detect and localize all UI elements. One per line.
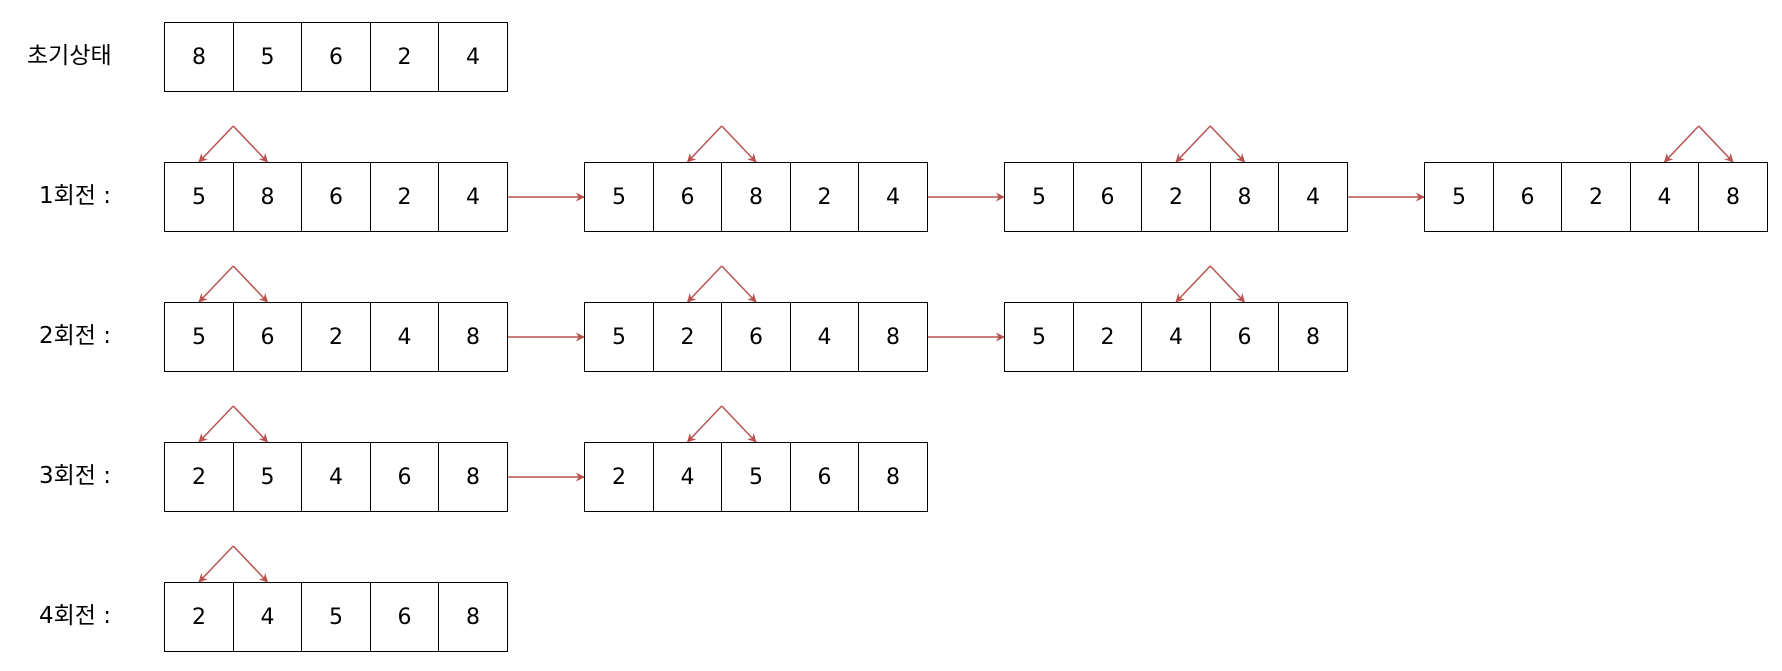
array-cell: 2 [164,442,234,512]
array-cell: 4 [232,582,303,652]
array-cell: 8 [1698,162,1768,232]
array-cell: 4 [438,162,508,232]
array-cell: 4 [1278,162,1348,232]
array-cell: 6 [232,302,303,372]
array-cell: 8 [858,302,928,372]
row-label: 2회전 : [39,323,112,349]
array-cell: 4 [652,442,723,512]
array-cell: 6 [301,22,371,92]
swap-arrow-left [198,405,234,443]
array-cell: 6 [301,162,371,232]
array-cell: 4 [438,22,508,92]
row-label: 초기상태 [27,43,112,69]
array-cell: 8 [164,22,234,92]
swap-arrow-left [686,125,723,163]
swap-arrow-left [1663,125,1700,163]
swap-arrow-right [721,265,757,303]
swap-arrow-left [1175,125,1211,163]
array-cell: 2 [369,162,440,232]
array-cell: 8 [858,442,928,512]
array-cell: 5 [164,302,234,372]
swap-arrow-right [1698,125,1734,163]
array-cell: 2 [301,302,371,372]
array-cell: 8 [1278,302,1348,372]
swap-arrow-left [686,405,723,443]
array-cell: 4 [858,162,928,232]
swap-arrow-right [232,405,269,443]
swap-arrow-left [198,265,234,303]
swap-arrow-right [721,125,757,163]
swap-arrow-right [232,125,269,163]
array-cell: 8 [232,162,303,232]
array-cell: 2 [584,442,654,512]
array-cell: 8 [721,162,791,232]
array-cell: 5 [1004,162,1074,232]
swap-arrow-left [198,545,234,583]
array-cell: 2 [652,302,723,372]
array-cell: 5 [232,442,303,512]
array-cell: 8 [438,582,508,652]
array-cell: 5 [1004,302,1074,372]
swap-arrow-right [1209,125,1246,163]
array-cell: 4 [369,302,440,372]
array-cell: 2 [1141,162,1211,232]
array-cell: 8 [438,302,508,372]
array-cell: 5 [164,162,234,232]
array-cell: 6 [369,582,440,652]
swap-arrow-right [232,265,269,303]
swap-arrow-left [198,125,234,163]
array-cell: 8 [438,442,508,512]
array-cell: 2 [789,162,860,232]
row-label: 1회전 : [39,183,112,209]
array-cell: 2 [1072,302,1143,372]
array-cell: 5 [721,442,791,512]
swap-arrow-left [1175,265,1211,303]
row-label: 3회전 : [39,463,112,489]
array-cell: 4 [789,302,860,372]
array-cell: 6 [1072,162,1143,232]
array-cell: 6 [789,442,860,512]
row-label: 4회전 : [39,603,112,629]
array-cell: 6 [369,442,440,512]
array-cell: 5 [584,302,654,372]
array-cell: 5 [301,582,371,652]
swap-arrow-right [721,405,757,443]
array-cell: 4 [1629,162,1700,232]
array-cell: 2 [1561,162,1631,232]
array-cell: 4 [301,442,371,512]
array-cell: 8 [1209,162,1280,232]
array-cell: 4 [1141,302,1211,372]
array-cell: 6 [1209,302,1280,372]
array-cell: 6 [1492,162,1563,232]
array-cell: 5 [232,22,303,92]
array-cell: 6 [652,162,723,232]
array-cell: 5 [1424,162,1494,232]
swap-arrow-right [232,545,269,583]
array-cell: 2 [369,22,440,92]
swap-arrow-left [686,265,723,303]
array-cell: 2 [164,582,234,652]
array-cell: 5 [584,162,654,232]
swap-arrow-right [1209,265,1246,303]
array-cell: 6 [721,302,791,372]
